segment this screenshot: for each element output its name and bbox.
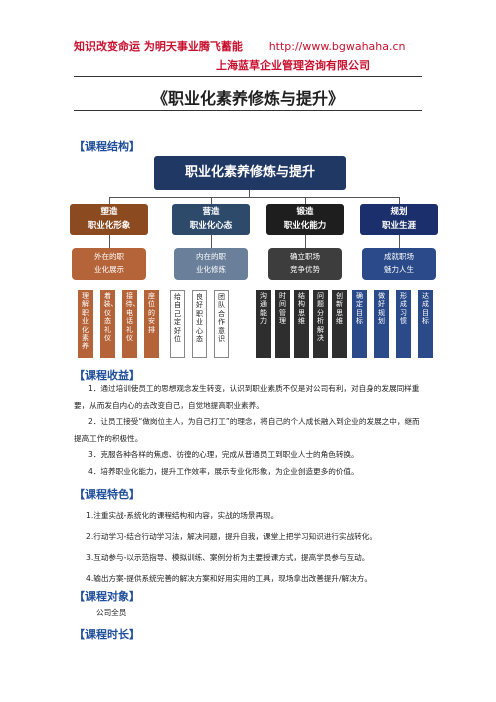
feature-item: 4.输出方案-提供系统完善的解决方案和好用实用的工具，现场拿出改善提升/解决方。 — [86, 574, 372, 583]
header-slogan: 知识改变命运 为明天事业腾飞蓄能 — [74, 40, 243, 53]
connector — [399, 197, 400, 204]
diagram-leaf-label: 问题分析解决 — [317, 292, 324, 343]
diagram-leaf: 创新思维 — [332, 290, 347, 358]
diagram-subheader: 确立职场竞争优势 — [268, 248, 342, 280]
diagram-leaf-label: 着装、仪态礼仪 — [103, 292, 116, 343]
column-header-line: 规划 — [390, 207, 408, 217]
diagram-subheader: 外在的职业化展示 — [72, 248, 146, 280]
column-header-line: 职业化能力 — [283, 221, 327, 231]
diagram-leaf: 形成习惯 — [396, 290, 411, 358]
connector — [249, 190, 250, 198]
subheader-line: 魅力人生 — [384, 265, 414, 274]
benefit-item: 1．通过培训使员工的思想观念发生转变，认识到职业素质不仅是对公司有利，对自身的发… — [74, 384, 420, 410]
header-slogan-line: 知识改变命运 为明天事业腾飞蓄能 http://www.bgwahaha.cn — [74, 38, 406, 54]
diagram-leaf: 确定目标 — [352, 290, 367, 358]
diagram-leaf-label: 理解职业化素养 — [82, 292, 89, 351]
diagram-leaf-label: 时间管理 — [279, 292, 286, 326]
diagram-leaf: 理解职业化素养 — [78, 290, 93, 358]
diagram-leaf-label: 创新思维 — [336, 292, 343, 326]
diagram-leaf-label: 团队合作意识 — [218, 293, 225, 344]
diagram-leaf-label: 确定目标 — [356, 292, 363, 326]
connector — [109, 235, 110, 248]
diagram-leaf: 沟通能力 — [256, 290, 271, 358]
column-header-line: 职业化形象 — [87, 221, 131, 231]
subheader-line: 外在的职 — [94, 252, 124, 261]
header-divider — [74, 76, 422, 77]
subheader-line: 内在的职 — [196, 252, 226, 261]
audience-text: 公司全员 — [96, 608, 127, 617]
document-title: 《职业化素养修炼与提升》 — [151, 89, 344, 108]
feature-item: 2.行动学习-结合行动学习法，解决问题，提升自我，课堂上把学习知识进行实战转化。 — [86, 532, 377, 541]
section-heading-benefits: 【课程收益】 — [74, 369, 140, 382]
section-heading-duration: 【课程时长】 — [74, 628, 140, 641]
column-header-line: 锻造 — [296, 207, 314, 217]
diagram-column-header: 规划职业生涯 — [360, 204, 438, 235]
diagram-leaf: 做好规划 — [374, 290, 389, 358]
diagram-leaf: 达成目标 — [418, 290, 433, 358]
connector — [305, 197, 306, 204]
diagram-leaf-label: 结构思维 — [298, 292, 305, 326]
subheader-line: 竞争优势 — [290, 265, 320, 274]
diagram-subheader: 内在的职业化修炼 — [174, 248, 248, 280]
diagram-leaf-label: 形成习惯 — [400, 292, 407, 326]
subheader-line: 确立职场 — [290, 252, 320, 261]
header-company: 上海蓝草企业管理咨询有限公司 — [216, 59, 370, 72]
diagram-leaf-label: 给自己定好位 — [174, 293, 181, 344]
column-header-line: 职业化心态 — [189, 221, 233, 231]
diagram-leaf: 着装、仪态礼仪 — [100, 290, 115, 358]
diagram-column-header: 营造职业化心态 — [172, 204, 250, 235]
subheader-line: 业化修炼 — [196, 265, 226, 274]
diagram-column-header: 塑造职业化形象 — [70, 204, 148, 235]
header-url-link[interactable]: http://www.bgwahaha.cn — [268, 40, 406, 53]
connector — [305, 235, 306, 248]
diagram-leaf-label: 接待、电话礼仪 — [125, 292, 138, 343]
diagram-leaf: 问题分析解决 — [313, 290, 328, 358]
diagram-leaf: 团队合作意识 — [214, 290, 229, 358]
diagram-leaf-label: 良好职业心态 — [196, 293, 203, 344]
feature-item: 3.互动参与-以示范指导、模拟训练、案例分析为主要授课方式，提高学员参与互动。 — [86, 553, 370, 562]
section-heading-structure: 【课程结构】 — [74, 140, 140, 153]
diagram-leaf: 给自己定好位 — [170, 290, 185, 358]
subheader-line: 业化展示 — [94, 265, 124, 274]
column-header-line: 营造 — [202, 207, 220, 217]
diagram-leaf: 结构思维 — [294, 290, 309, 358]
section-heading-features: 【课程特色】 — [74, 488, 140, 501]
diagram-leaf-label: 做好规划 — [378, 292, 385, 326]
diagram-leaf-label: 达成目标 — [422, 292, 429, 326]
title-divider — [74, 110, 422, 111]
diagram-leaf: 良好职业心态 — [192, 290, 207, 358]
connector — [399, 235, 400, 248]
diagram-leaf: 座位的安排 — [144, 290, 159, 358]
section-heading-audience: 【课程对象】 — [74, 590, 140, 603]
diagram-leaf: 时间管理 — [275, 290, 290, 358]
connector — [211, 197, 212, 204]
column-header-line: 职业生涯 — [381, 221, 416, 231]
feature-item: 1.注重实战-系统化的课程结构和内容，实战的场景再现。 — [86, 511, 279, 520]
diagram-root: 职业化素养修炼与提升 — [154, 156, 346, 190]
benefit-item: 4．培养职业化能力，提升工作效率，展示专业化形象，为企业创造更多的价值。 — [88, 467, 359, 476]
benefit-item: 2．让员工接受“做岗位主人，为自己打工”的理念，将自己的个人成长融入到企业的发展… — [74, 417, 420, 443]
connector — [211, 235, 212, 248]
diagram-leaf-label: 座位的安排 — [148, 292, 155, 334]
diagram-leaf-label: 沟通能力 — [260, 292, 267, 326]
diagram-leaf: 接待、电话礼仪 — [122, 290, 137, 358]
benefit-item: 3．克服各种各样的焦虑、彷徨的心理，完成从普通员工到职业人士的角色转换。 — [88, 450, 359, 459]
connector — [109, 197, 110, 204]
column-header-line: 塑造 — [100, 207, 118, 217]
subheader-line: 成就职场 — [384, 252, 414, 261]
connector — [109, 197, 400, 198]
diagram-column-header: 锻造职业化能力 — [266, 204, 344, 235]
diagram-subheader: 成就职场魅力人生 — [362, 248, 436, 280]
